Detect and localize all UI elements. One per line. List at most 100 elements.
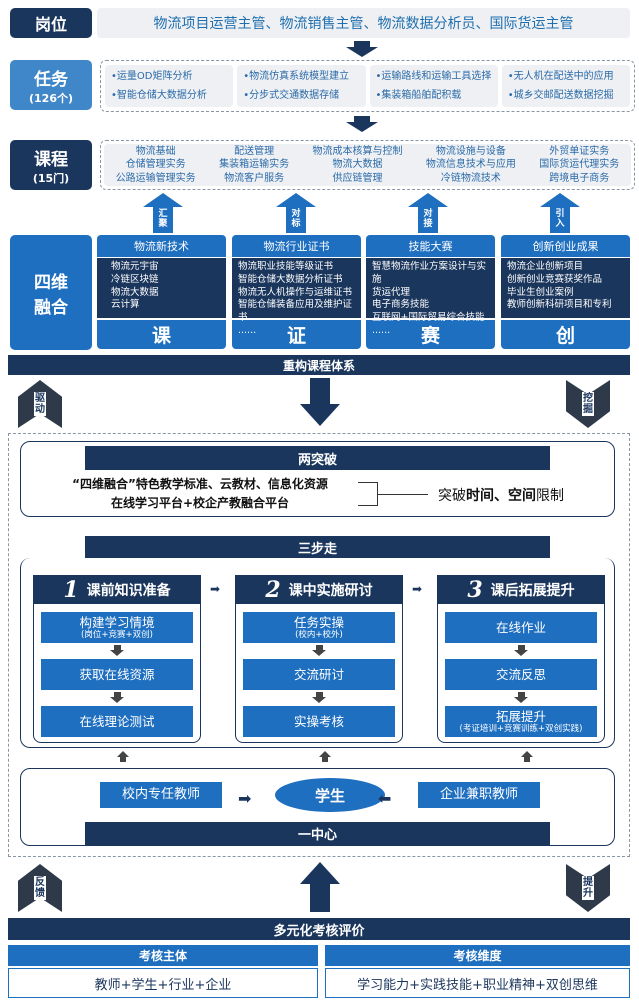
column-items: 物流职业技能等级证书智能仓储大数据分析证书物流无人机操作与运维证书智能仓储装备应…	[232, 258, 361, 336]
column-items: 智慧物流作业方案设计与实施货运代理电子商务技能互联网+国际贸易综合技能.....…	[366, 258, 495, 336]
column-item: 智能仓储大数据分析证书	[238, 273, 343, 285]
course-group: 外贸单证实务国际货运代理实务跨境电子商务	[539, 145, 619, 186]
course-group: 物流基础仓储管理实务公路运输管理实务	[116, 145, 196, 186]
step-title: 课中实施研讨	[288, 583, 373, 599]
arrow-text: 对	[291, 209, 301, 220]
siwei-column: 创新创业成果物流企业创新项目创新创业竞赛获奖作品毕业生创业案例教师创新科研项目和…	[501, 235, 630, 349]
arrow-text: 接	[423, 219, 433, 229]
task-item: •分步式交通数据存储	[243, 90, 340, 101]
arrow-text: 汇	[158, 209, 168, 220]
column-item: ......	[111, 312, 130, 324]
bracket-line	[378, 494, 428, 495]
arrow-stem: 汇聚	[153, 207, 173, 233]
student-node: 学生	[275, 778, 385, 812]
big-up-arrow-icon	[300, 862, 340, 912]
arrow-head	[312, 650, 326, 656]
chevron-char: 挖	[583, 393, 593, 404]
three-steps-title: 三步走	[85, 536, 550, 558]
arrow-stem	[113, 645, 121, 650]
step-box: 在线作业	[445, 612, 597, 643]
breakthrough-box	[20, 441, 615, 517]
down-arrow-icon	[514, 645, 528, 656]
step-number: 2	[265, 577, 281, 603]
column-item: 云计算	[111, 299, 140, 311]
step-box-title: 交流反思	[495, 667, 546, 682]
up-arrow-icon: 引入	[540, 193, 580, 233]
siwei-label: 四维 融合	[10, 235, 92, 350]
renwu-box: •运量OD矩阵分析•智能仓储大数据分析•物流仿真系统模型建立•分步式交通数据存储…	[100, 60, 635, 112]
course-item: 物流基础	[135, 145, 176, 157]
big-down-arrow-icon	[300, 378, 340, 426]
result-post: 限制	[536, 488, 564, 504]
step-box: 交流研讨	[243, 659, 395, 690]
column-title: 创新创业成果	[501, 235, 630, 257]
teaching-model-frame	[8, 433, 630, 857]
course-item: 跨境电子商务	[549, 172, 610, 184]
course-item: 国际货运代理实务	[539, 159, 620, 171]
subject-label: 考核主体	[8, 945, 318, 966]
arrow-stem: 对接	[418, 207, 438, 233]
down-arrow-icon	[110, 692, 124, 703]
feedback-chevron: 反馈	[18, 864, 62, 912]
dimension-label: 考核维度	[325, 945, 630, 966]
step-title: 课前知识准备	[86, 583, 171, 599]
chevron-char: 动	[35, 404, 45, 415]
arrow-head	[312, 697, 326, 703]
column-char: 课	[97, 320, 226, 349]
course-item: 物流大数据	[332, 159, 383, 171]
step-box: 获取在线资源	[41, 659, 193, 690]
center-box	[20, 768, 615, 846]
up-arrow-icon	[319, 751, 331, 762]
arrow-head	[117, 751, 129, 757]
siwei-column: 技能大赛智慧物流作业方案设计与实施货运代理电子商务技能互联网+国际贸易综合技能.…	[366, 235, 495, 349]
task-item: •物流仿真系统模型建立	[243, 71, 350, 82]
course-group: 物流成本核算与控制物流大数据供应链管理	[312, 145, 402, 186]
task-item: •城乡交邮配送数据挖掘	[507, 90, 614, 101]
arrow-head	[110, 697, 124, 703]
column-item: 电子商务技能	[372, 299, 430, 311]
breakthrough-line1: “四维融合”特色教学标准、云教材、信息化资源	[72, 477, 328, 491]
step-box-title: 构建学习情境	[79, 614, 155, 630]
step-number: 3	[467, 577, 483, 603]
column-item: 货运代理	[372, 286, 411, 298]
column-item: 物流无人机操作与运维证书	[238, 286, 353, 298]
arrow-text: 聚	[158, 219, 168, 229]
result-pre: 突破	[438, 488, 466, 504]
up-arrow-icon: 对标	[276, 193, 316, 233]
step-box-sub: (校内+校外)	[295, 629, 343, 640]
bracket	[358, 482, 378, 506]
arrow-head	[408, 193, 448, 207]
down-arrow-icon	[514, 692, 528, 703]
course-group: 配送管理集装箱运输实务物流客户服务	[219, 145, 289, 186]
up-arrow-icon	[117, 751, 129, 762]
siwei-column: 物流新技术物流元宇宙冷链区块链物流大数据云计算......课	[97, 235, 226, 349]
task-item: •智能仓储大数据分析	[111, 90, 207, 101]
dimension-value: 学习能力+实践技能+职业精神+双创思维	[325, 968, 630, 998]
step-title: 课后拓展提升	[490, 583, 575, 599]
step-box-title: 交流研讨	[293, 667, 344, 682]
course-item: 冷链物流技术	[440, 172, 501, 184]
step-box-title: 在线作业	[495, 620, 546, 635]
up-arrow-icon	[521, 751, 533, 762]
column-item: 毕业生创业案例	[507, 286, 574, 298]
arrow-stem	[315, 645, 323, 650]
chevron-text: 挖掘	[582, 392, 594, 416]
center-title: 一中心	[85, 822, 550, 845]
course-group: 物流设施与设备物流信息技术与应用冷链物流技术	[426, 145, 516, 186]
course-item: 外贸单证实务	[549, 145, 610, 157]
column-item: 物流职业技能等级证书	[238, 261, 334, 272]
column-item: 冷链区块链	[111, 273, 159, 285]
column-item: 互联网+国际贸易综合技能	[372, 312, 485, 324]
kecheng-title: 课程	[34, 149, 68, 170]
arrow-left-icon: ➡	[378, 789, 392, 808]
siwei-label-1: 四维	[34, 272, 68, 293]
step-box: 交流反思	[445, 659, 597, 690]
arrow-stem	[113, 692, 121, 697]
arrow-head	[540, 193, 580, 207]
arrow-stem	[517, 645, 525, 650]
arrow-text: 标	[291, 219, 301, 229]
column-item: 智能仓储装备应用及维护证书	[238, 299, 353, 324]
